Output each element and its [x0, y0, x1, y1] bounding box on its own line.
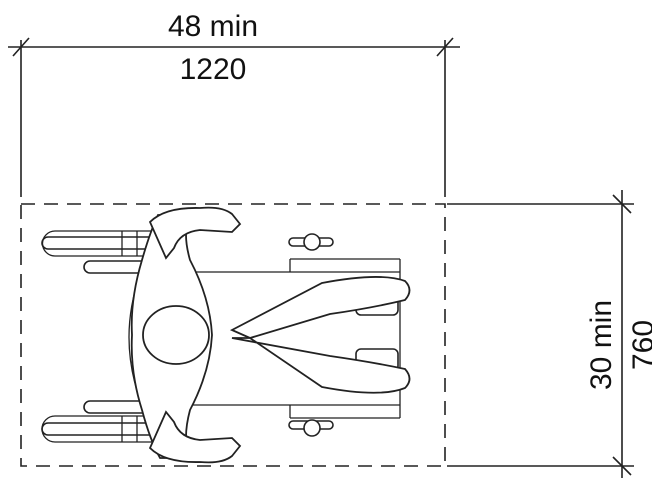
leg-bottom — [231, 337, 411, 394]
arm-top — [148, 206, 242, 260]
width-tick-right — [436, 37, 454, 57]
depth-metric-label: 760 — [627, 320, 652, 370]
leg-top — [229, 276, 411, 339]
depth-tick-bottom — [612, 456, 632, 476]
depth-dimension: 30 min 760 — [447, 190, 652, 478]
wheelchair-user-figure — [41, 206, 411, 464]
front-caster-bottom — [288, 419, 334, 437]
head — [142, 305, 210, 365]
depth-tick-top — [612, 194, 632, 214]
width-min-label: 48 min — [168, 10, 258, 43]
width-metric-label: 1220 — [180, 53, 247, 86]
width-tick-left — [12, 37, 30, 57]
arm-bottom — [148, 410, 242, 464]
width-dimension: 48 min 1220 — [8, 10, 460, 197]
front-caster-top — [288, 233, 334, 251]
depth-min-label: 30 min — [585, 300, 618, 390]
clear-floor-space-boundary — [20, 203, 446, 467]
